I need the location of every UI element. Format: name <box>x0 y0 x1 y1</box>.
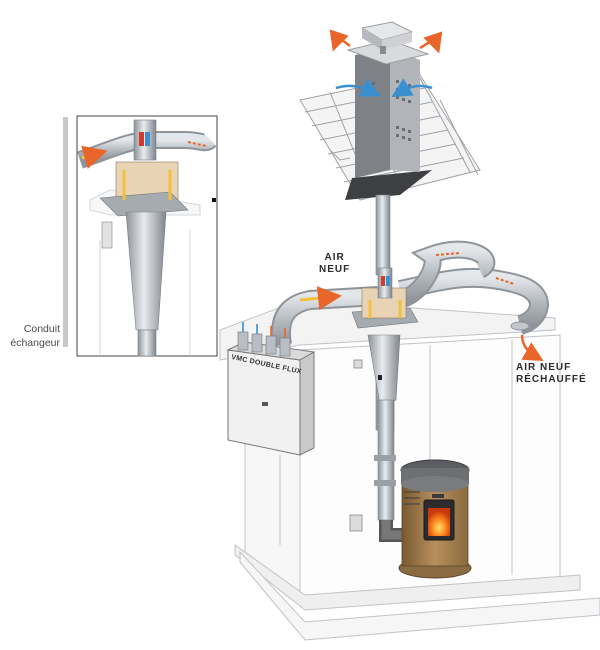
chimney-terminal <box>329 21 443 200</box>
air-neuf-label: AIR NEUF <box>319 252 350 276</box>
air-rechauffe-label: AIR NEUF RÉCHAUFFÉ <box>516 362 587 386</box>
air-neuf-line2: NEUF <box>319 264 351 275</box>
warm-air-arrow <box>520 334 544 361</box>
air-neuf-line1: AIR <box>324 252 345 263</box>
vmc-unit <box>226 322 316 456</box>
pellet-stove <box>398 459 472 579</box>
air-rechauffe-line2: RÉCHAUFFÉ <box>516 374 587 385</box>
wall-grilles <box>349 359 363 532</box>
conduit-line2: échangeur <box>10 337 60 349</box>
air-rechauffe-line1: AIR NEUF <box>516 362 572 373</box>
junction-module <box>351 267 419 329</box>
conduit-line1: Conduit <box>23 323 60 335</box>
conduit-label: Conduit échangeur <box>4 322 60 350</box>
detail-inset <box>63 115 218 357</box>
fresh-air-ducts <box>271 240 549 347</box>
